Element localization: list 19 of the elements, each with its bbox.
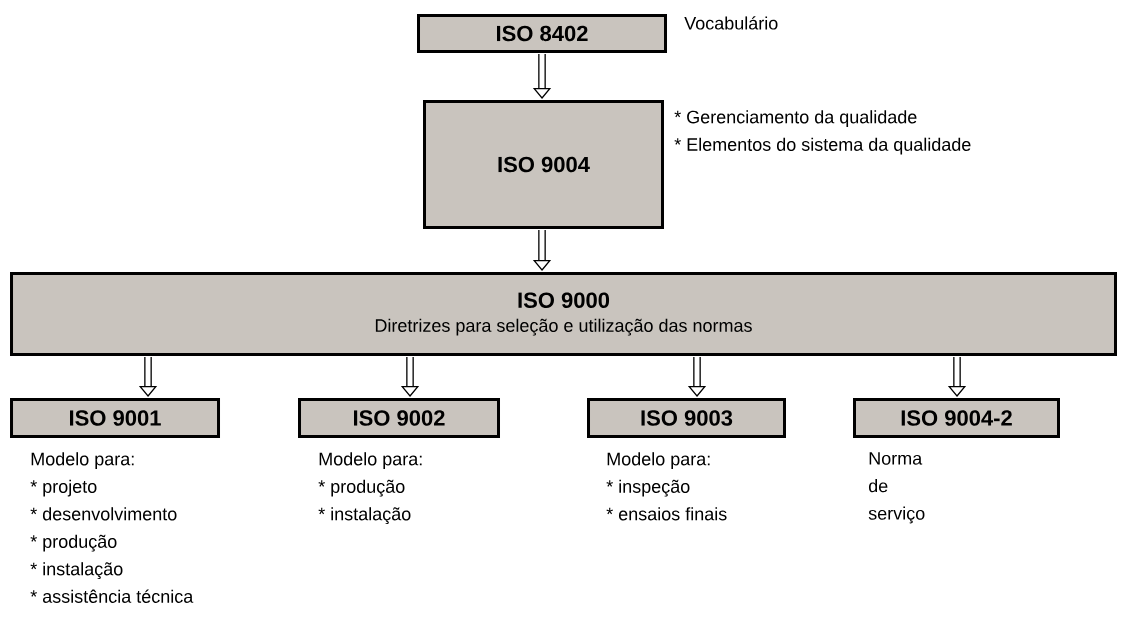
standard-box: ISO 9000 Diretrizes para seleção e utilização das normas bbox=[10, 272, 1117, 356]
node-label: * desenvolvimento bbox=[30, 507, 177, 521]
standard-box: ISO 9001 bbox=[10, 398, 220, 438]
description-text: Modelo para: * projeto * desenvolvimento * produção * instalação * assistência técnica bbox=[30, 452, 194, 603]
description-text: Vocabulário bbox=[684, 16, 778, 30]
standard-box: ISO 9002 bbox=[298, 398, 500, 438]
description-text: Norma de serviço bbox=[868, 452, 925, 524]
standard-box: ISO 8402 bbox=[417, 14, 667, 53]
standard-box: ISO 9004 bbox=[423, 100, 664, 229]
node-label: * projeto bbox=[30, 479, 97, 497]
description-text: * Gerenciamento da qualidade * Elementos do sistema da qualidade bbox=[674, 110, 971, 155]
node-label: * assistência técnica bbox=[30, 589, 194, 603]
description-text: Modelo para: * produção * instalação bbox=[318, 452, 422, 525]
description-text: Modelo para: * inspeção * ensaios finais bbox=[606, 452, 727, 521]
node-label: * instalação bbox=[30, 562, 123, 580]
node-label: * produção bbox=[30, 534, 117, 552]
standard-box: ISO 9004-2 bbox=[853, 398, 1060, 438]
standard-box: ISO 9003 bbox=[587, 398, 786, 438]
node-label: Modelo para: bbox=[31, 452, 134, 469]
